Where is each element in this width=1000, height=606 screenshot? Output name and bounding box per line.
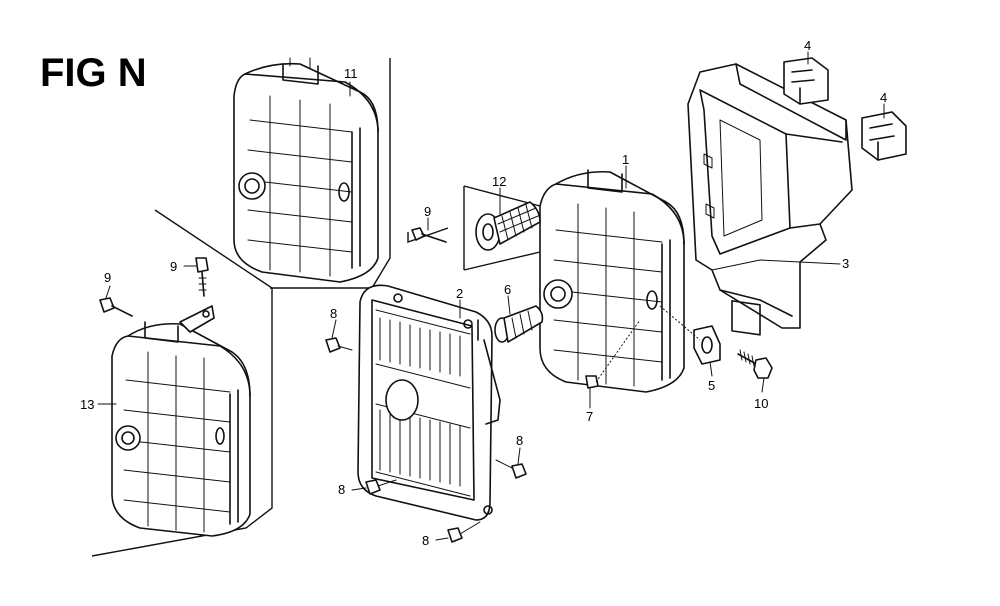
callout-9-center: 9 xyxy=(424,204,431,219)
muffler-protector-2 xyxy=(357,284,501,521)
bolt-8-lower xyxy=(365,479,397,495)
callout-11: 11 xyxy=(344,66,358,81)
callout-8-left: 8 xyxy=(330,306,337,321)
exhaust-pipe-6 xyxy=(494,305,544,343)
clip-4-lower xyxy=(861,111,907,161)
figure-title: FIG N xyxy=(40,51,147,95)
callouts: 1 2 3 4 4 5 6 7 8 8 8 8 9 9 9 10 11 12 1… xyxy=(80,38,887,548)
callout-8-right: 8 xyxy=(516,433,523,448)
callout-4-upper: 4 xyxy=(804,38,811,53)
callout-9-top: 9 xyxy=(170,259,177,274)
callout-5: 5 xyxy=(708,378,715,393)
callout-7: 7 xyxy=(586,409,593,424)
clip-4-upper xyxy=(783,57,829,105)
callout-8-lower: 8 xyxy=(338,482,345,497)
callout-4-lower: 4 xyxy=(880,90,887,105)
spark-arrester-12 xyxy=(475,201,541,251)
callout-6: 6 xyxy=(504,282,511,297)
frame-lines xyxy=(91,58,541,557)
bolt-7 xyxy=(585,375,599,389)
bolt-9-center xyxy=(411,227,447,243)
gasket-5 xyxy=(693,325,721,365)
muffler-1 xyxy=(539,169,685,393)
leader-lines xyxy=(97,51,885,541)
callout-10: 10 xyxy=(754,396,768,411)
bolt-10 xyxy=(737,349,773,379)
bolt-8-bottom xyxy=(447,521,481,543)
callout-3: 3 xyxy=(842,256,849,271)
callout-13: 13 xyxy=(80,397,94,412)
bolt-8-right xyxy=(495,459,527,479)
callout-12: 12 xyxy=(492,174,506,189)
callout-9-left: 9 xyxy=(104,270,111,285)
callout-8-bottom: 8 xyxy=(422,533,429,548)
bolt-9-left xyxy=(99,297,133,317)
bolt-8-left xyxy=(325,337,353,353)
callout-2: 2 xyxy=(456,286,463,301)
muffler-cover-3 xyxy=(687,63,853,336)
muffler-13 xyxy=(111,305,251,537)
bolt-9-top xyxy=(195,257,209,297)
callout-1: 1 xyxy=(622,152,629,167)
muffler-11 xyxy=(233,57,379,283)
